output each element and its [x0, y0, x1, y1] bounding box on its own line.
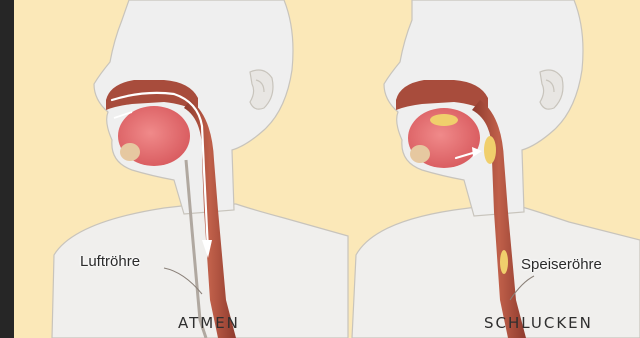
food-bolus-mouth: [430, 114, 458, 126]
caption-breathing: ATMEN: [178, 314, 240, 332]
illustration-panel: Luftröhre Speiseröhre ATMEN SCHLUCKEN: [14, 0, 640, 338]
anatomy-illustration: [14, 0, 640, 338]
food-bolus-throat: [484, 136, 496, 164]
head-breathing: [52, 0, 348, 338]
caption-swallowing: SCHLUCKEN: [484, 314, 593, 332]
trachea-label: Luftröhre: [80, 253, 140, 270]
head-swallowing: [352, 0, 640, 338]
esophagus-label: Speiseröhre: [521, 256, 602, 273]
